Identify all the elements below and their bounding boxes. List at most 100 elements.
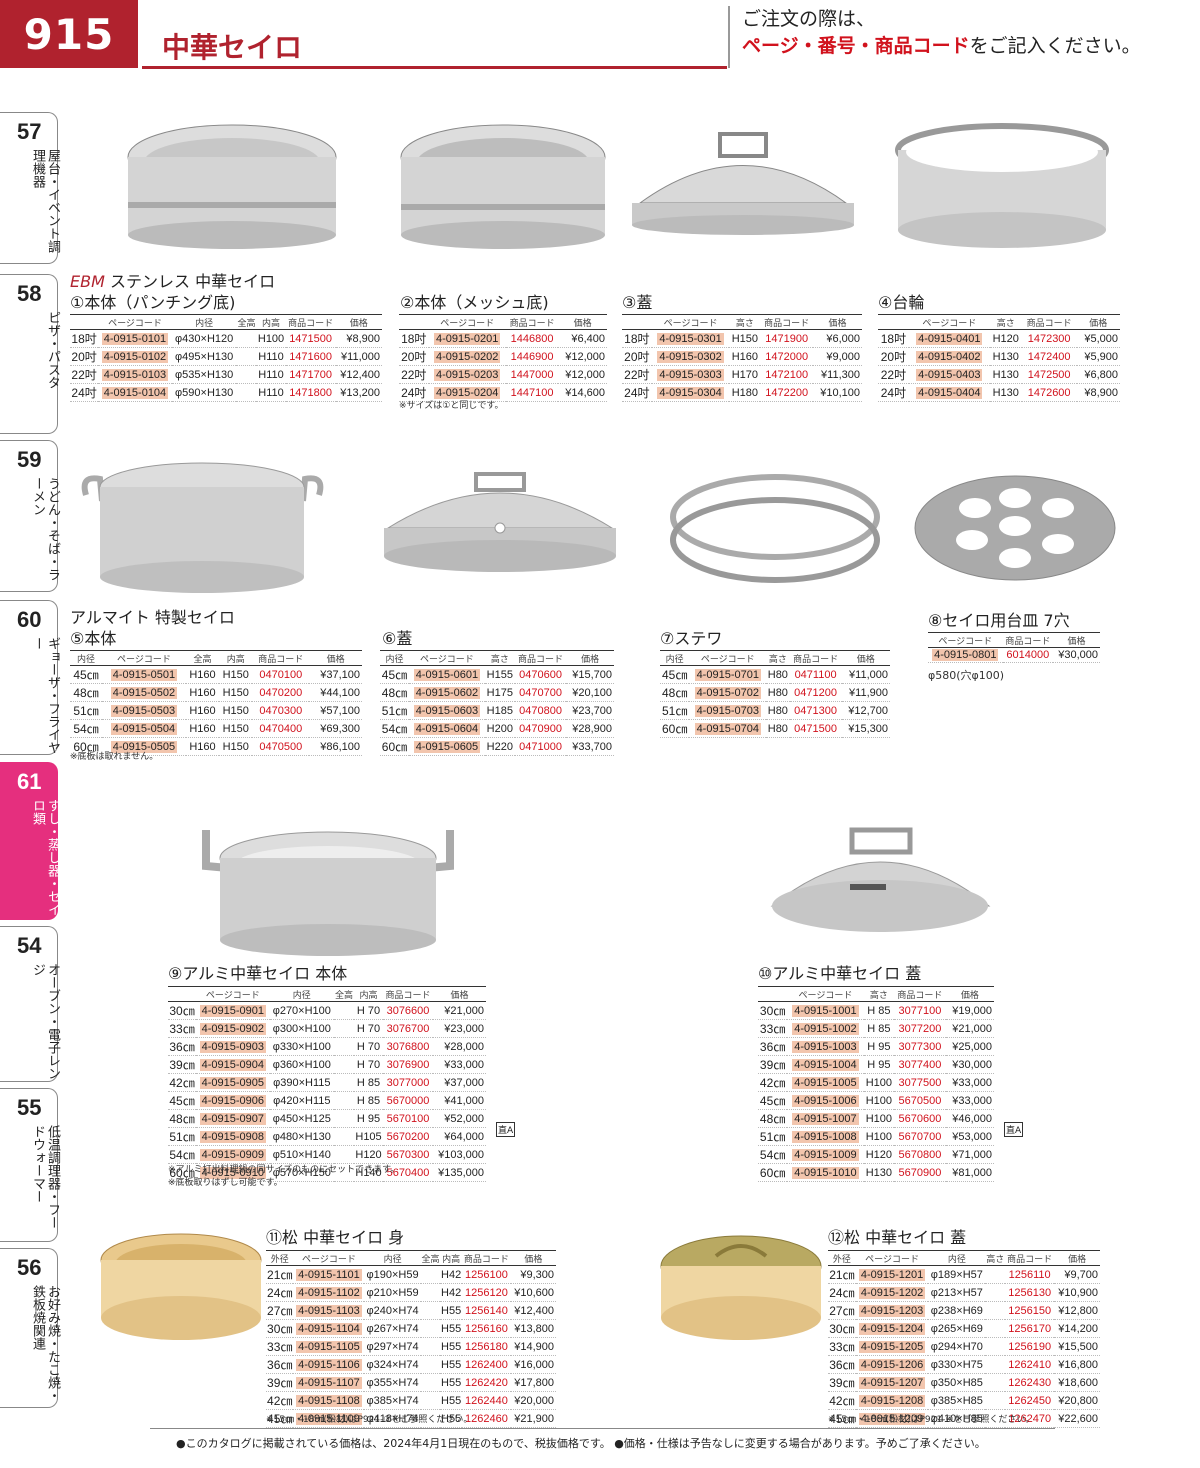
price: ¥21,000 <box>432 1001 486 1020</box>
page-code-text: 4-0915-1004 <box>792 1058 859 1071</box>
page-code-text: 4-0915-0502 <box>110 686 178 699</box>
page-code: 4-0915-0905 <box>196 1073 270 1092</box>
footer-rule <box>150 1428 1055 1429</box>
table-cell: H150 <box>219 683 253 702</box>
price: ¥6,000 <box>813 329 862 348</box>
table-cell-text: H150 <box>222 704 249 717</box>
table-cell-text: φ410×H85 <box>930 1412 983 1425</box>
product-code: 0471000 <box>514 737 567 756</box>
column-header: 内径 <box>364 1250 421 1266</box>
side-tab-56[interactable]: 56 お好み焼・たこ焼・鉄板焼関連 <box>0 1248 60 1408</box>
table-cell <box>236 329 257 348</box>
page-code-text: 4-0915-1203 <box>858 1304 926 1317</box>
size: 45㎝ <box>828 1409 856 1428</box>
table-cell: H 85 <box>863 1001 894 1020</box>
size-text: 39㎝ <box>829 1376 855 1390</box>
table-cell: φ535×H130 <box>171 365 237 384</box>
size: 54㎝ <box>168 1145 197 1164</box>
column-header: 内径 <box>380 650 409 666</box>
table-cell <box>420 1355 441 1374</box>
table-cell-text: φ450×H125 <box>272 1112 331 1125</box>
page-code-text: 4-0915-1104 <box>296 1322 362 1335</box>
table-cell-text: H200 <box>486 722 513 735</box>
product-code: 3077200 <box>893 1019 946 1038</box>
page-code-text: 4-0915-1207 <box>858 1376 926 1389</box>
size-text: 36㎝ <box>169 1040 195 1054</box>
price-text: ¥5,000 <box>1084 332 1118 345</box>
page-code: 4-0915-0303 <box>651 365 730 384</box>
column-header <box>70 314 99 330</box>
price: ¥8,900 <box>335 329 382 348</box>
page-code: 4-0915-1001 <box>787 1001 864 1020</box>
price: ¥8,900 <box>1076 383 1120 402</box>
table-cell: H110 <box>256 383 286 402</box>
table-cell: H200 <box>484 719 515 738</box>
price-text: ¥23,000 <box>444 1022 484 1035</box>
column-header <box>622 314 652 330</box>
price: ¥19,000 <box>945 1001 994 1020</box>
steamer-mesh-image <box>400 124 606 249</box>
size-text: 24吋 <box>880 386 907 400</box>
column-header: 高さ <box>729 314 761 330</box>
page-code: 4-0915-0504 <box>102 719 186 738</box>
table-cell <box>334 1163 354 1182</box>
price: ¥20,800 <box>1054 1391 1100 1410</box>
price: ¥13,800 <box>510 1319 556 1338</box>
side-tab-text: お好み焼・たこ焼・鉄板焼関連 <box>30 1285 60 1402</box>
size: 20吋 <box>622 347 652 366</box>
size-text: 45㎝ <box>759 1094 786 1108</box>
table-cell: φ418×H74 <box>364 1409 421 1428</box>
product-code-text: 1471800 <box>289 386 333 399</box>
size-text: 45㎝ <box>73 668 99 682</box>
side-tab-num: 59 <box>17 447 42 472</box>
product-code: 1472500 <box>1021 365 1077 384</box>
size: 18吋 <box>878 329 909 348</box>
table-cell-text: φ385×H74 <box>366 1394 419 1407</box>
page-code: 4-0915-0701 <box>689 665 767 684</box>
product-code: 1262450 <box>1005 1391 1055 1410</box>
price-text: ¥10,100 <box>820 386 860 399</box>
price-text: ¥69,300 <box>320 722 360 735</box>
size: 60㎝ <box>758 1163 788 1182</box>
product-code-text: 1471600 <box>289 350 333 363</box>
size-text: 45㎝ <box>661 668 688 682</box>
size: 30㎝ <box>758 1001 788 1020</box>
table-cell-text: H110 <box>258 368 284 381</box>
price: ¥20,000 <box>510 1391 556 1410</box>
table-cell-text: H55 <box>441 1340 462 1353</box>
table-cell-text: φ330×H100 <box>272 1040 331 1053</box>
product-code-text: 1471900 <box>765 332 809 345</box>
side-tab-num: 56 <box>17 1255 42 1280</box>
price-text: ¥12,000 <box>565 368 605 381</box>
size: 60㎝ <box>168 1163 197 1182</box>
size-text: 27㎝ <box>829 1304 855 1318</box>
product-code: 3076800 <box>383 1037 433 1056</box>
column-header: ページコード <box>689 650 767 666</box>
size: 42㎝ <box>758 1073 788 1092</box>
column-header: 内径 <box>269 986 335 1002</box>
page-code-text: 4-0915-1103 <box>296 1304 362 1317</box>
size-text: 21㎝ <box>829 1268 855 1282</box>
size: 51㎝ <box>758 1127 788 1146</box>
page-code-text: 4-0915-0504 <box>110 722 178 735</box>
steamer-punching-image <box>127 124 337 249</box>
table-cell-text: φ300×H100 <box>272 1022 331 1035</box>
product-code-text: 5670300 <box>386 1148 430 1161</box>
table-cell: H100 <box>863 1091 894 1110</box>
s9-note1: ※アルミ打出料理鍋の同サイズのものにセットできます。 <box>168 1165 400 1175</box>
price: ¥14,200 <box>1054 1319 1100 1338</box>
table-cell: φ294×H70 <box>928 1337 986 1356</box>
